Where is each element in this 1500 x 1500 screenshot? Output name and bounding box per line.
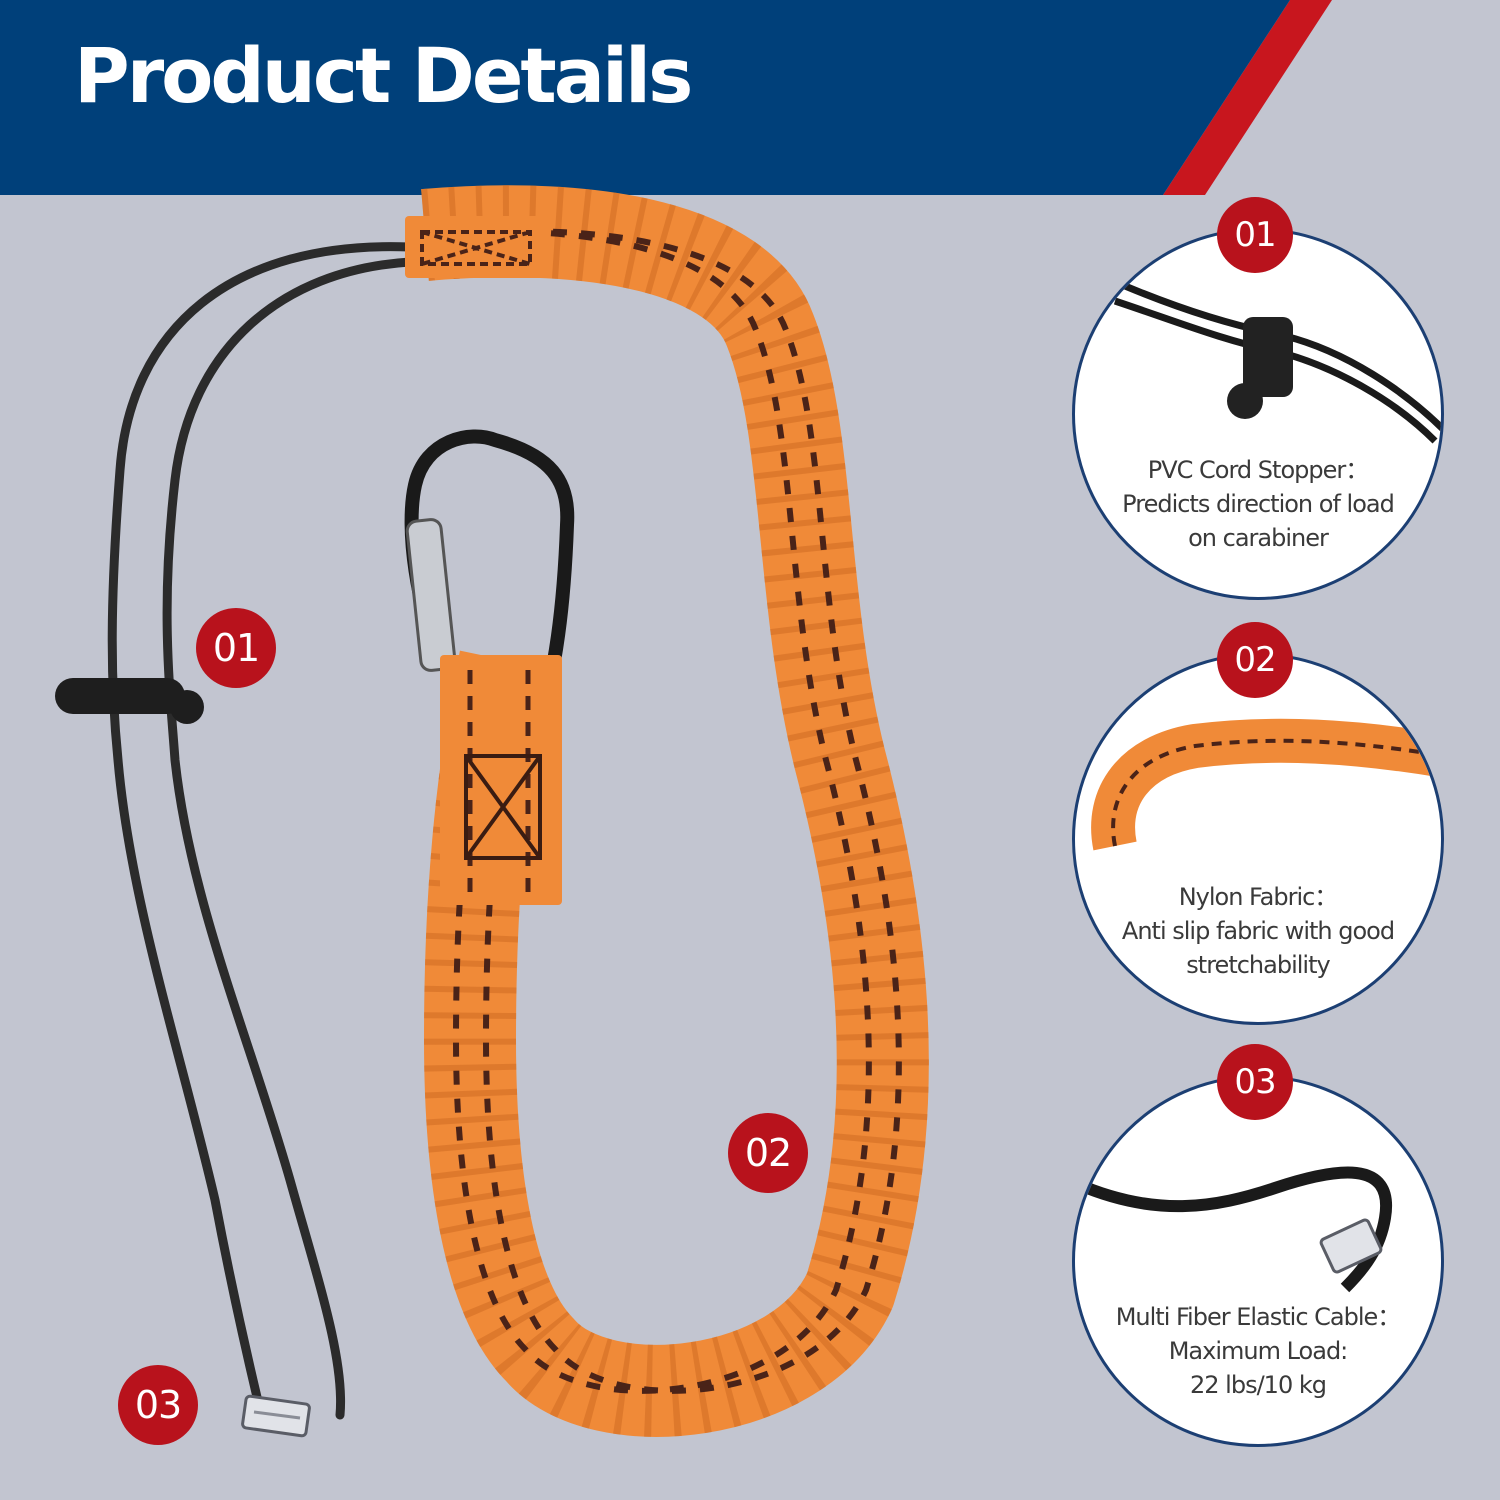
detail-badge-01: 01	[1217, 197, 1293, 273]
detail-line: 22 lbs/10 kg	[1190, 1371, 1327, 1399]
marker-03: 03	[118, 1365, 198, 1445]
marker-01: 01	[196, 608, 276, 688]
detail-line: stretchability	[1186, 951, 1330, 979]
cable-ferrule	[241, 1394, 311, 1438]
detail-card-03: Multi Fiber Elastic Cable： Maximum Load:…	[1072, 1075, 1444, 1447]
detail-text-02: Nylon Fabric： Anti slip fabric with good…	[1095, 880, 1421, 982]
elastic-webbing	[405, 185, 929, 1437]
elastic-cord	[107, 242, 415, 1423]
detail-card-02: Nylon Fabric： Anti slip fabric with good…	[1072, 653, 1444, 1025]
detail-badge-02: 02	[1217, 622, 1293, 698]
detail-title: Nylon Fabric：	[1178, 883, 1339, 911]
detail-title: PVC Cord Stopper：	[1147, 456, 1369, 484]
cord-stopper	[55, 678, 204, 724]
header-band	[0, 0, 1332, 195]
detail-text-03: Multi Fiber Elastic Cable： Maximum Load:…	[1095, 1300, 1421, 1402]
page-title: Product Details	[74, 31, 693, 120]
detail-line: on carabiner	[1188, 524, 1329, 552]
detail-line: Maximum Load:	[1168, 1337, 1349, 1365]
detail-title: Multi Fiber Elastic Cable：	[1115, 1303, 1402, 1331]
nylon-fabric-closeup-icon	[1091, 718, 1441, 851]
marker-02: 02	[728, 1113, 808, 1193]
detail-card-01: PVC Cord Stopper： Predicts direction of …	[1072, 228, 1444, 600]
detail-line: Predicts direction of load	[1122, 490, 1395, 518]
cord-stopper-closeup-icon	[1113, 282, 1441, 444]
detail-line: Anti slip fabric with good	[1121, 917, 1395, 945]
elastic-cable-closeup-icon	[1075, 1166, 1393, 1293]
detail-badge-03: 03	[1217, 1044, 1293, 1120]
carabiner	[404, 429, 575, 697]
detail-text-01: PVC Cord Stopper： Predicts direction of …	[1095, 453, 1421, 555]
